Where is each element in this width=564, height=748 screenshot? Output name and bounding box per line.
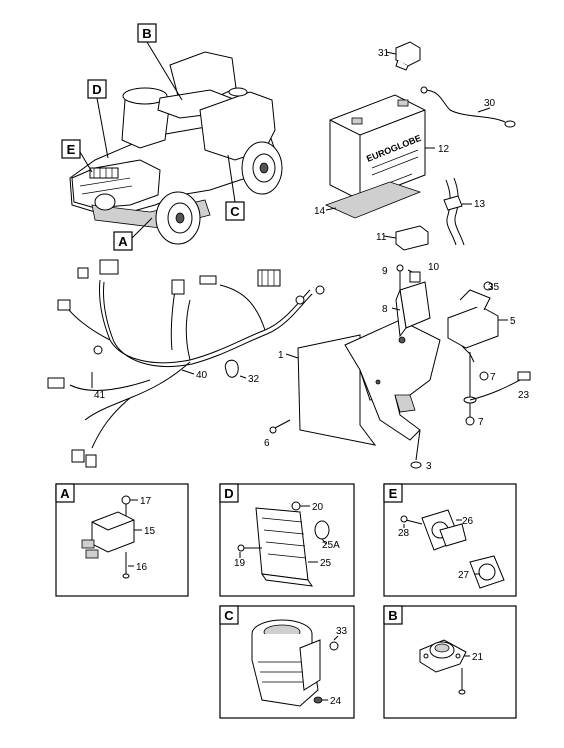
- part-number: 26: [462, 516, 474, 527]
- detail-box-C: C 33 24: [219, 605, 355, 719]
- part-number: 40: [196, 370, 208, 381]
- part-number: 20: [312, 502, 324, 513]
- part-number: 23: [518, 390, 530, 401]
- part-number: 15: [144, 526, 156, 537]
- part-number: 9: [382, 266, 388, 277]
- part-number: 33: [336, 626, 348, 637]
- part-number: 19: [234, 558, 246, 569]
- detail-box-D: D 20 25A 19 25: [219, 483, 355, 597]
- callout-C-letter: C: [230, 204, 240, 219]
- callout-D-letter: D: [92, 82, 101, 97]
- detail-box-B: B 21: [383, 605, 517, 719]
- part-number-labels: 31 30 12 14 11 13 9 10 8 35 5 1 7 23 7 6…: [94, 48, 530, 472]
- detail-D-title: D: [224, 486, 233, 501]
- callout-D-box: D: [87, 79, 109, 159]
- callout-A-box: A: [113, 217, 153, 251]
- part-number: 32: [248, 374, 260, 385]
- part-number: 25A: [322, 540, 340, 551]
- battery-group: EUROGLOBE: [324, 41, 516, 251]
- part-number: 25: [320, 558, 332, 569]
- part-number: 3: [426, 461, 432, 472]
- part-number: 7: [490, 372, 496, 383]
- callout-A-letter: A: [118, 234, 128, 249]
- part-number: 11: [376, 232, 387, 243]
- part-number: 31: [378, 48, 390, 59]
- part-number: 5: [510, 316, 516, 327]
- part-number: 27: [458, 570, 470, 581]
- part-number: 14: [314, 206, 326, 217]
- part-number: 28: [398, 528, 410, 539]
- mounting-plate-group: [269, 264, 531, 469]
- detail-E-title: E: [389, 486, 398, 501]
- part-number: 30: [484, 98, 496, 109]
- part-number: 17: [140, 496, 152, 507]
- part-number: 24: [330, 696, 342, 707]
- detail-box-E: E 26 28 27: [383, 483, 517, 597]
- part-number: 7: [478, 417, 484, 428]
- detail-B-title: B: [388, 608, 397, 623]
- part-number: 13: [474, 199, 486, 210]
- wire-harness: [47, 259, 325, 468]
- callout-B-box: B: [137, 23, 183, 101]
- part-number: 6: [264, 438, 270, 449]
- part-number: 8: [382, 304, 388, 315]
- lawn-tractor-illustration: [69, 51, 283, 245]
- detail-box-A: A 17 15 16: [55, 483, 189, 597]
- part-number: 21: [472, 652, 484, 663]
- callout-E-letter: E: [67, 142, 76, 157]
- callout-B-letter: B: [142, 26, 151, 41]
- detail-C-title: C: [224, 608, 234, 623]
- callout-C-box: C: [225, 154, 245, 221]
- part-number: 41: [94, 390, 106, 401]
- part-number: 16: [136, 562, 148, 573]
- detail-A-title: A: [60, 486, 70, 501]
- part-number: 1: [278, 350, 284, 361]
- part-number: 35: [488, 282, 500, 293]
- part-number: 10: [428, 262, 440, 273]
- part-number: 12: [438, 144, 450, 155]
- callout-E-box: E: [61, 139, 93, 173]
